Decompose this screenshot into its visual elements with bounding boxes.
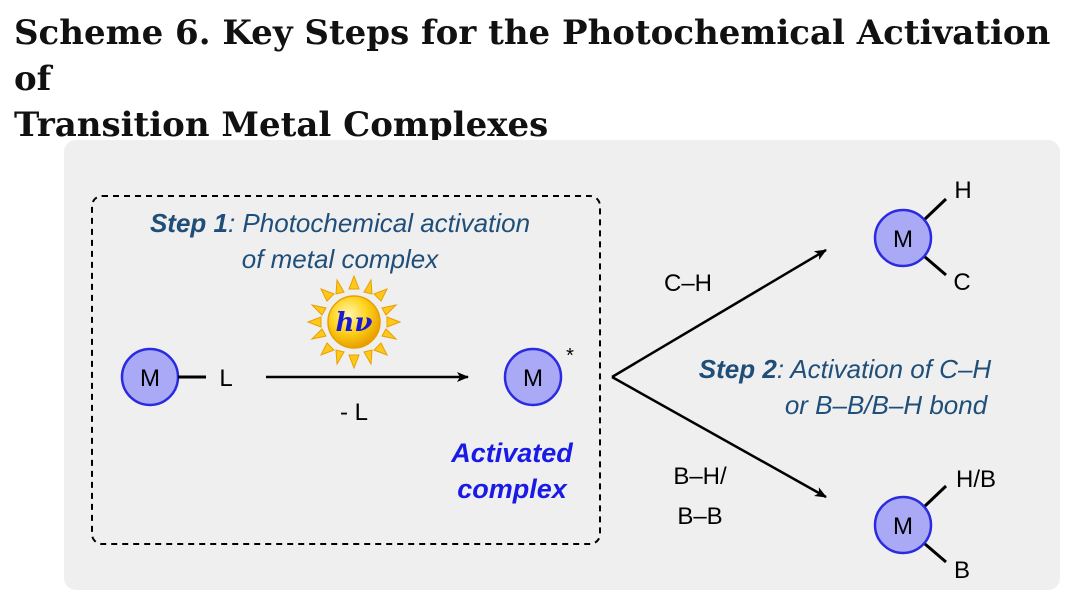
activated-label-2: complex xyxy=(457,474,568,504)
sun-icon xyxy=(306,274,402,370)
title-line-1: Scheme 6. Key Steps for the Photochemica… xyxy=(14,13,1051,99)
step1-dashed-box xyxy=(91,195,601,545)
light-label: hν xyxy=(336,308,373,338)
ch-product-h-label: H xyxy=(954,177,971,204)
bb-bh-activation-arrow xyxy=(611,375,827,499)
step2-desc-2: or B–B/B–H bond xyxy=(785,390,989,420)
bb-product-b-label: B xyxy=(954,557,970,584)
bb-reagent-label: B–B xyxy=(677,503,722,530)
ligand-label: L xyxy=(219,365,232,392)
ch-product-metal-circle xyxy=(873,208,933,268)
ch-reagent-label: C–H xyxy=(664,270,712,297)
ch-activation-arrow xyxy=(611,248,827,379)
ch-product-metal-label: M xyxy=(893,226,913,253)
step1-desc-1: : Photochemical activation xyxy=(228,208,530,238)
ch-product-h-bond xyxy=(923,197,948,221)
step2-desc-1: : Activation of C–H xyxy=(777,354,992,384)
activated-label-1: Activated xyxy=(450,438,573,468)
step1-caption-line1: Step 1: Photochemical activation xyxy=(150,208,530,238)
step1-desc-2: of metal complex xyxy=(242,244,440,274)
ch-product-c-label: C xyxy=(953,269,970,296)
excited-state-star: * xyxy=(566,345,574,367)
bb-product-hb-bond xyxy=(923,484,948,508)
activated-metal-circle xyxy=(503,347,563,407)
bb-product-b-bond xyxy=(924,542,947,564)
bb-product-metal-label: M xyxy=(893,513,913,540)
bb-product-hb-label: H/B xyxy=(956,466,996,493)
title-line-2: Transition Metal Complexes xyxy=(14,105,549,145)
bb-product-metal-circle xyxy=(873,495,933,555)
bh-reagent-label: B–H/ xyxy=(673,463,727,490)
activated-metal-label: M xyxy=(523,365,543,392)
reactant-metal-label: M xyxy=(140,365,160,392)
step2-label: Step 2 xyxy=(699,354,778,384)
step1-label: Step 1 xyxy=(150,208,228,238)
ch-product-c-bond xyxy=(924,255,947,277)
step2-caption-line1: Step 2: Activation of C–H xyxy=(699,354,992,384)
loss-of-ligand-label: - L xyxy=(340,399,368,426)
scheme-title: Scheme 6. Key Steps for the Photochemica… xyxy=(14,10,1074,148)
